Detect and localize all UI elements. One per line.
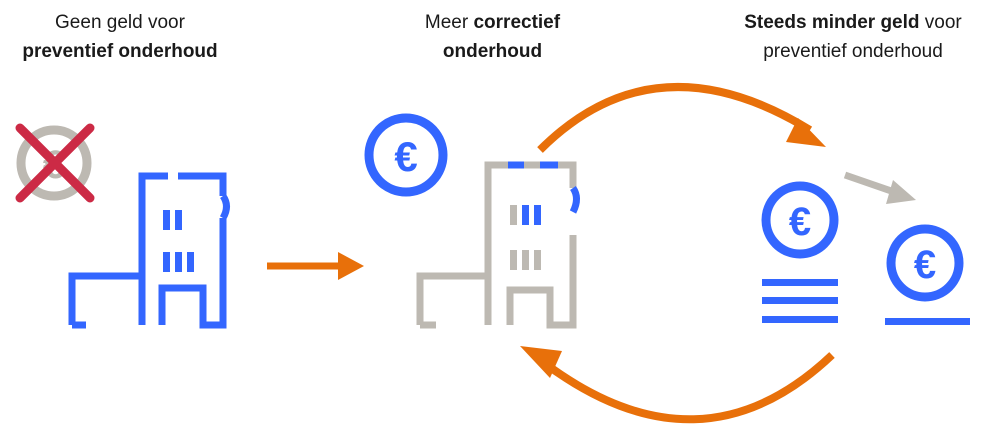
caption-more-corrective: Meer correctief onderhoud	[385, 8, 600, 66]
caption-left-line2: preventief onderhoud	[22, 41, 218, 62]
big-coin-euro-symbol: €	[789, 200, 811, 244]
caption-mid-prefix: Meer	[424, 12, 474, 33]
middle-coin-euro-symbol: €	[394, 133, 417, 180]
building-blue-windows	[163, 210, 194, 272]
building-blue-icon	[68, 172, 230, 329]
euro-coin-stack-icon: €	[761, 181, 839, 323]
caption-left-line1: Geen geld voor	[55, 12, 185, 33]
caption-less-money: Steeds minder geld voor preventief onder…	[705, 8, 1001, 66]
crossed-out-coin-icon: €	[15, 123, 95, 203]
arrow-diminish-icon	[843, 171, 916, 204]
arrow-right-icon	[267, 252, 364, 280]
building-grey-accents	[508, 161, 580, 214]
building-grey-windows	[510, 205, 541, 270]
cycle-arrows-icon	[520, 83, 835, 424]
caption-right-bold: Steeds minder geld	[744, 12, 920, 33]
euro-coin-small-icon: €	[885, 224, 970, 325]
caption-no-money: Geen geld voor preventief onderhoud	[0, 8, 240, 66]
euro-coin-icon-middle: €	[364, 113, 448, 197]
caption-mid-bold2: onderhoud	[442, 41, 543, 62]
caption-mid-bold1: correctief	[473, 12, 561, 33]
caption-right-suffix: voor	[919, 12, 962, 33]
small-coin-euro-symbol: €	[914, 243, 936, 287]
caption-right-line2: preventief onderhoud	[763, 41, 943, 62]
building-grey-icon	[416, 161, 577, 329]
